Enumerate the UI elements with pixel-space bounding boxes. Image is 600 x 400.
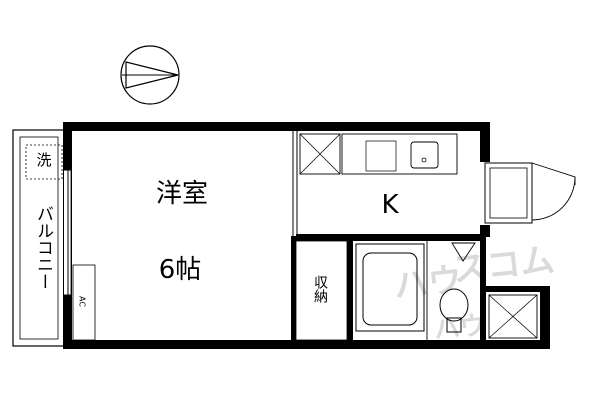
western-room: 洋室 6帖: [156, 179, 208, 285]
kitchen-sink-icon: [410, 141, 439, 169]
svg-text:スコム: スコム: [451, 240, 557, 290]
interior-walls: [296, 234, 550, 347]
closet-label: 収納: [312, 275, 328, 304]
aircon-label: AC: [78, 296, 87, 307]
north-compass-icon: [120, 45, 180, 105]
closet: 収納: [295, 240, 348, 341]
western-room-label: 洋室: [156, 179, 208, 209]
entrance-door-icon: [484, 162, 576, 224]
balcony: 洗 バルコニー: [12, 129, 66, 347]
laundry-label: 洗: [36, 151, 51, 169]
balcony-label: バルコニー: [33, 205, 53, 290]
kitchen: K: [299, 133, 458, 220]
bathtub-icon: [355, 243, 425, 332]
svg-text:ハウ: ハウ: [392, 260, 464, 307]
aircon-marker: AC: [72, 264, 96, 341]
watermark-logo: ハウ スコム ハウ: [392, 240, 556, 346]
kitchen-label: K: [381, 190, 399, 220]
shaft-icon: [488, 294, 538, 339]
bathroom: [355, 241, 476, 340]
toilet-icon: [439, 288, 469, 333]
western-room-size: 6帖: [159, 255, 202, 285]
